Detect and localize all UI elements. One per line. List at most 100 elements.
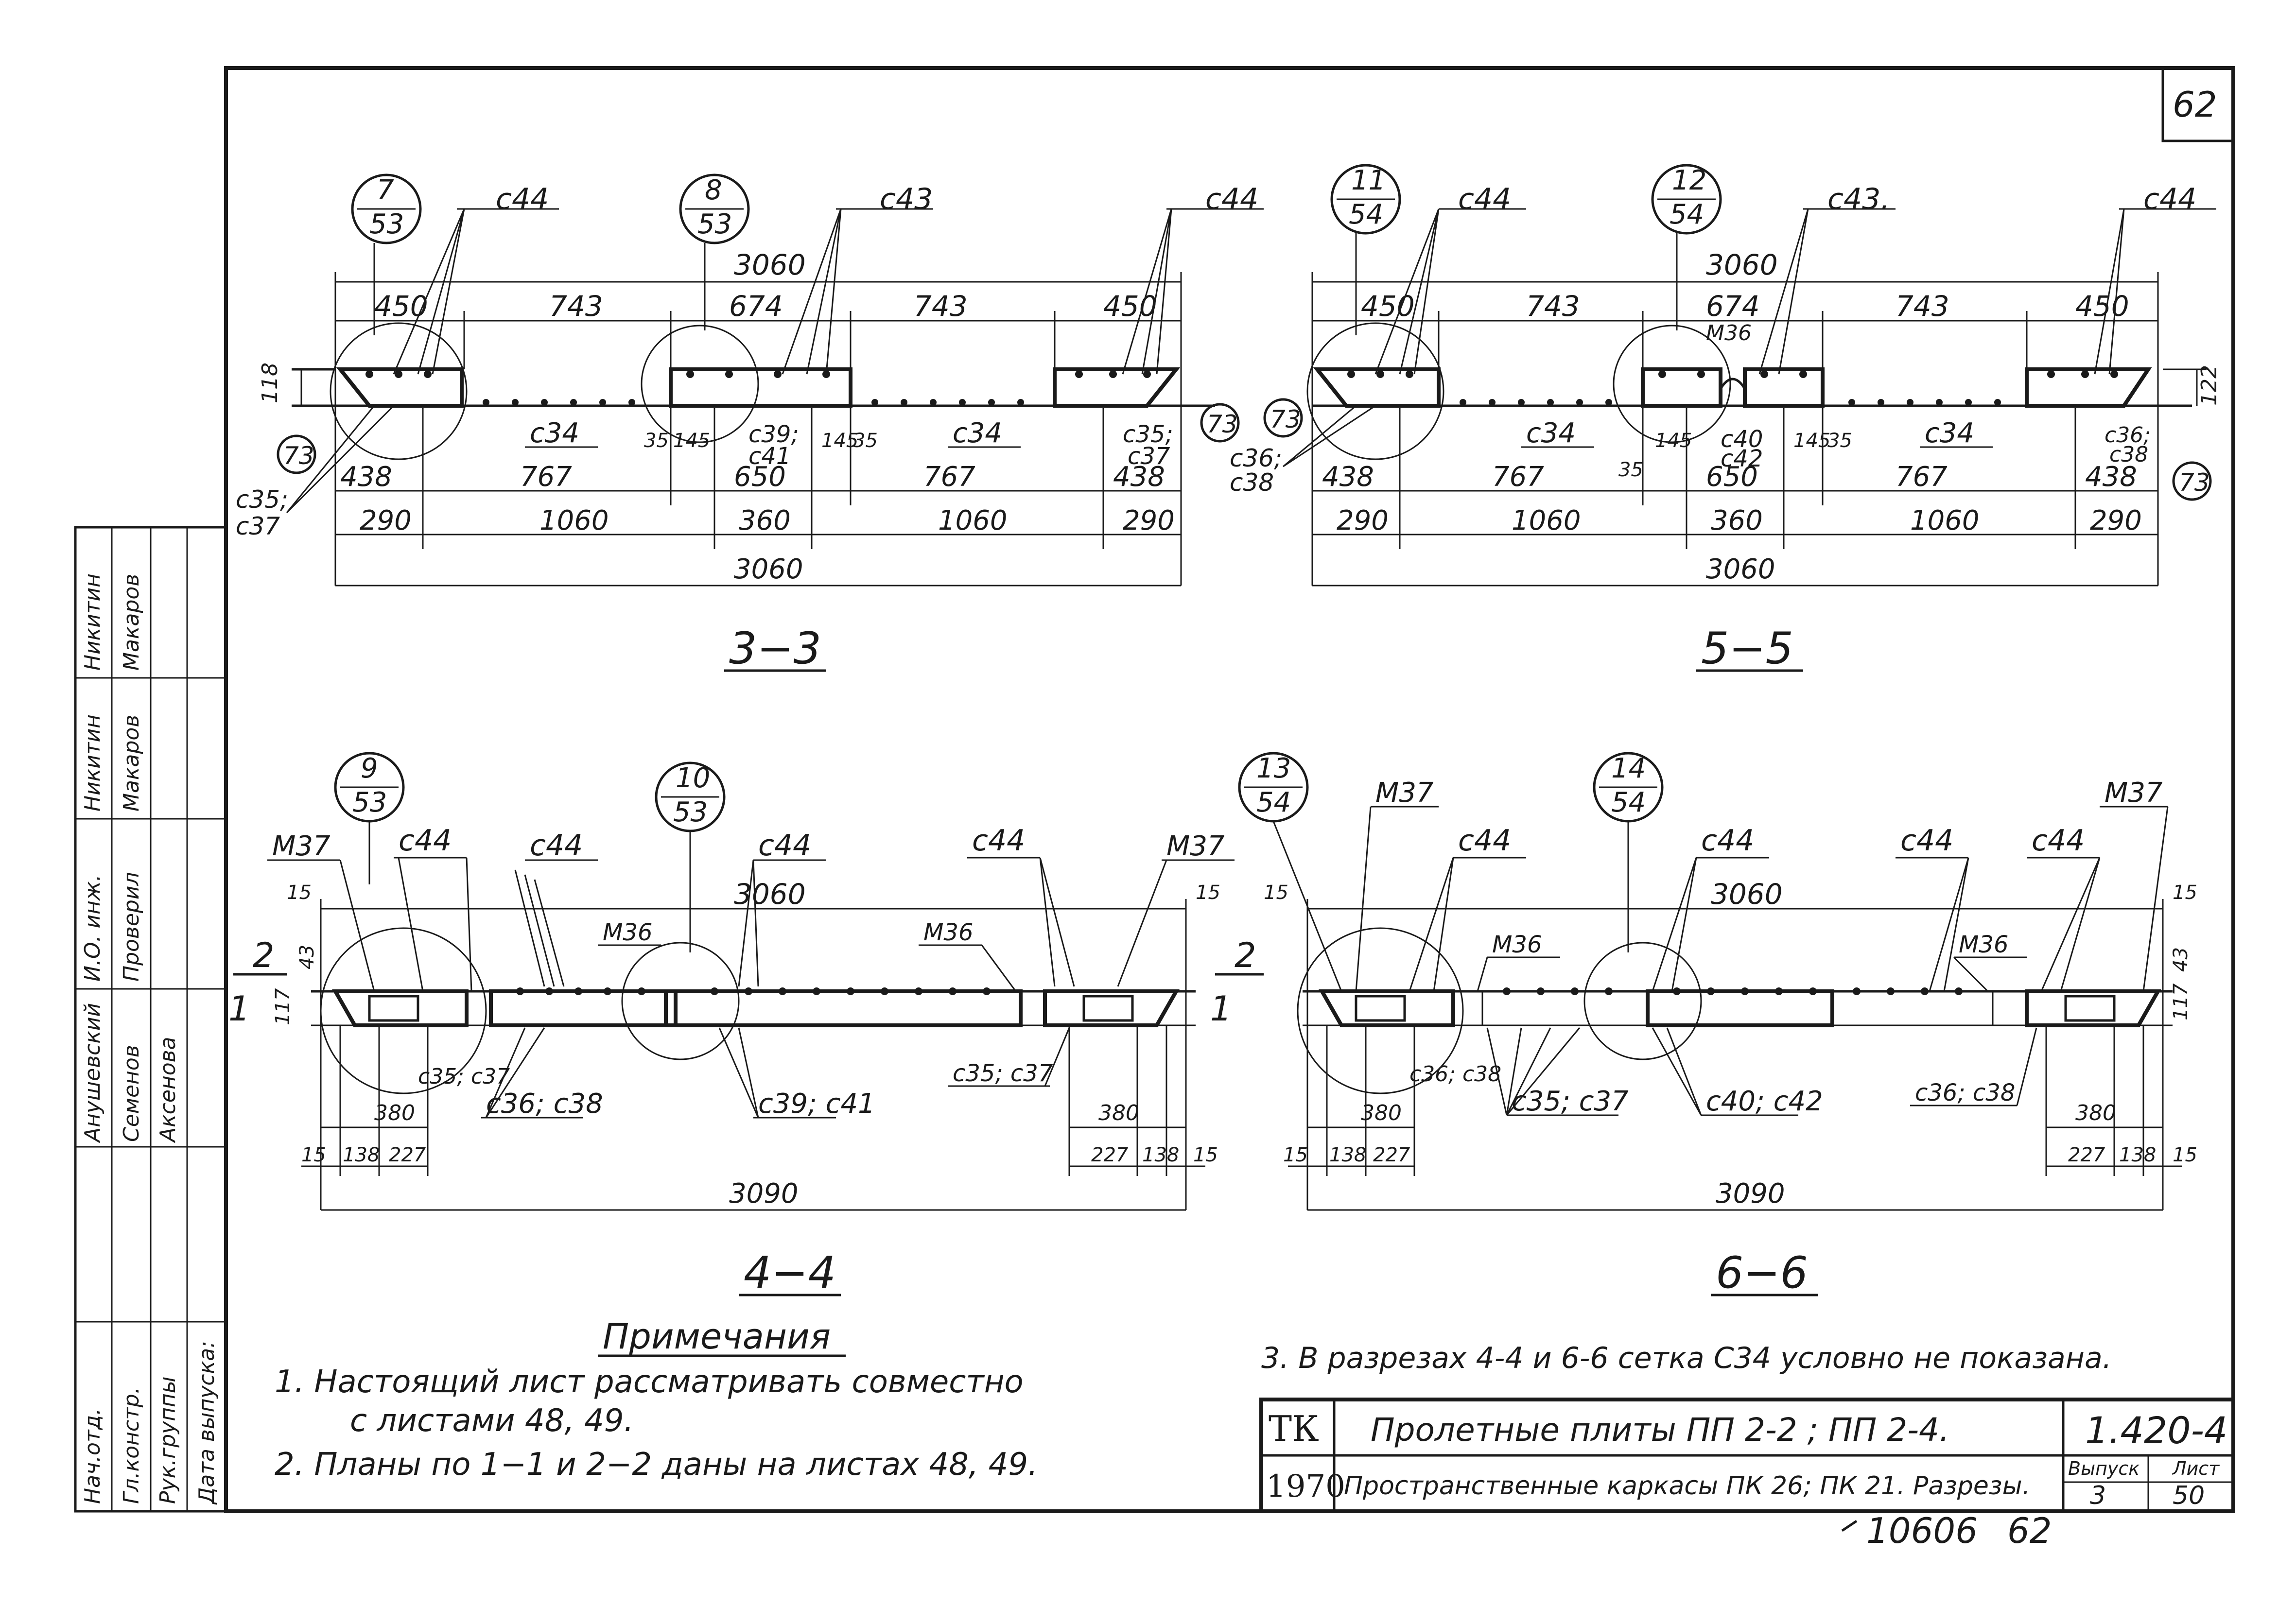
dim-227: 227 <box>1373 1144 1410 1166</box>
dim-low: 360 <box>1711 505 1763 536</box>
frame-middle-a <box>1641 367 1722 408</box>
dim-mid: 767 <box>520 461 572 493</box>
dim-43: 43 <box>2170 947 2192 972</box>
dim-top: 743 <box>1526 290 1580 323</box>
cut-2-right: 2 <box>1235 935 1256 975</box>
marker-den: 53 <box>369 208 404 240</box>
label-c40: с40 <box>1721 426 1763 453</box>
dim-top: 450 <box>1361 290 1415 323</box>
dim-height: 118 <box>258 363 282 403</box>
dim-117: 117 <box>272 988 294 1025</box>
detail-marker-11-54 <box>1330 164 1401 235</box>
label-m36: М36 <box>1706 321 1752 346</box>
note-1-line2: с листами 48, 49. <box>350 1403 634 1439</box>
label-c34: с34 <box>530 417 579 449</box>
dim-35: 35 <box>1827 430 1852 452</box>
dim-top: 450 <box>374 290 428 323</box>
stamp-name-6: Никитин <box>80 714 105 812</box>
label-m37-right: М37 <box>1166 830 1225 862</box>
detail-marker-8-53 <box>679 173 750 244</box>
anchor-73-left: 73 <box>1270 405 1301 433</box>
sheet-frame <box>224 66 2235 1513</box>
label-c44-b: с44 <box>530 829 583 863</box>
dim-35: 35 <box>853 430 878 452</box>
dim-15: 15 <box>2173 881 2197 904</box>
dim-43: 43 <box>296 945 318 969</box>
issue-number: 3 <box>2090 1481 2106 1510</box>
label-m37-left: М37 <box>272 830 330 862</box>
label-c37: с37 <box>1128 443 1170 470</box>
dim-15: 15 <box>1264 881 1288 904</box>
dim-mid: 767 <box>1896 461 1948 493</box>
dim-380-left: 380 <box>374 1101 415 1125</box>
section-title-5-5: 5−5 <box>1701 623 1793 674</box>
dim-low: 290 <box>360 505 412 536</box>
anchor-73-right: 73 <box>1207 410 1238 438</box>
anchor-73-right: 73 <box>2179 468 2210 497</box>
frame-left <box>1313 367 1441 408</box>
dim-35: 35 <box>1618 459 1643 481</box>
stamp-name-5: Проверил <box>119 872 144 982</box>
marker-num: 9 <box>361 753 378 784</box>
dim-top: 743 <box>914 290 968 323</box>
stamp-name-3: Аксенова <box>156 1037 180 1143</box>
dim-bottom-total: 3060 <box>1706 553 1775 585</box>
frame-middle <box>664 989 1023 1027</box>
label-c34: с34 <box>1526 417 1576 449</box>
stamp-name-8: Никитин <box>80 573 105 671</box>
notes: Примечания 1. Настоящий лист рассматрива… <box>275 1316 2112 1483</box>
label-c44-c: с44 <box>1900 824 1953 858</box>
dim-227: 227 <box>1091 1144 1129 1166</box>
section-4-4: 9 53 10 53 М37 с44 с44 с44 с44 М37 3060 … <box>228 752 1264 1298</box>
label-c44-right: с44 <box>2143 182 2196 216</box>
marker-num: 13 <box>1256 753 1291 784</box>
dim-138: 138 <box>1329 1144 1366 1166</box>
marker-num: 8 <box>705 174 722 206</box>
side-stamp: Нач.отд. Гл.констр. Рук.группы Дата выпу… <box>74 526 227 1513</box>
detail-marker-7-53 <box>351 173 422 244</box>
dim-low: 290 <box>1337 505 1389 536</box>
stamp-role-2: Гл.констр. <box>119 1387 144 1504</box>
frame-right <box>1053 367 1181 408</box>
label-c44-d: с44 <box>2032 824 2085 858</box>
frame-right <box>1043 989 1180 1027</box>
dim-top: 450 <box>2075 290 2129 323</box>
label-c38-left: с38 <box>1230 468 1274 497</box>
label-c42: с42 <box>1721 445 1763 472</box>
dim-15: 15 <box>1283 1144 1308 1166</box>
dim-top: 674 <box>1706 290 1760 323</box>
label-c44-a: с44 <box>399 824 452 858</box>
label-c39c41: с39; с41 <box>758 1088 875 1120</box>
org-code: ТК <box>1269 1408 1319 1449</box>
dim-380-left: 380 <box>1361 1101 1402 1125</box>
stamp-name-9: Макаров <box>119 574 144 671</box>
label-c44-d: с44 <box>972 824 1025 858</box>
label-c35c37: с35; с37 <box>1512 1086 1629 1117</box>
section-5-5: 11 54 12 54 с44 с43. с44 3060 450 743 67… <box>1230 164 2222 674</box>
section-title-6-6: 6−6 <box>1716 1247 1808 1298</box>
label-c44-a: с44 <box>1458 824 1511 858</box>
label-m36-b: М36 <box>1959 931 2009 958</box>
detail-marker-12-54 <box>1651 164 1722 235</box>
dim-low: 1060 <box>1910 505 1980 536</box>
label-m36-a: М36 <box>1492 931 1542 958</box>
label-c35: с35; <box>1123 421 1173 448</box>
dim-low: 360 <box>739 505 791 536</box>
dim-380-right: 380 <box>1098 1101 1139 1125</box>
dim-138: 138 <box>1142 1144 1179 1166</box>
label-c35-left: с35; <box>236 485 288 514</box>
dim-mid: 650 <box>1706 461 1758 493</box>
label-c44-left: с44 <box>1458 182 1511 216</box>
stamp-name-7: Макаров <box>119 715 144 812</box>
note-1-line1: 1. Настоящий лист рассматривать совместн… <box>275 1364 1024 1400</box>
marker-num: 7 <box>377 174 394 206</box>
frame-middle <box>669 367 852 408</box>
cut-1-right: 1 <box>1210 989 1232 1029</box>
marker-num: 12 <box>1672 165 1706 196</box>
label-c43: с43. <box>1827 182 1890 216</box>
dim-top-total: 3060 <box>734 878 806 911</box>
archive-number: 10606 <box>1866 1510 1978 1551</box>
dim-top: 743 <box>549 290 603 323</box>
dim-top: 674 <box>729 290 783 323</box>
dim-15: 15 <box>2173 1144 2197 1166</box>
